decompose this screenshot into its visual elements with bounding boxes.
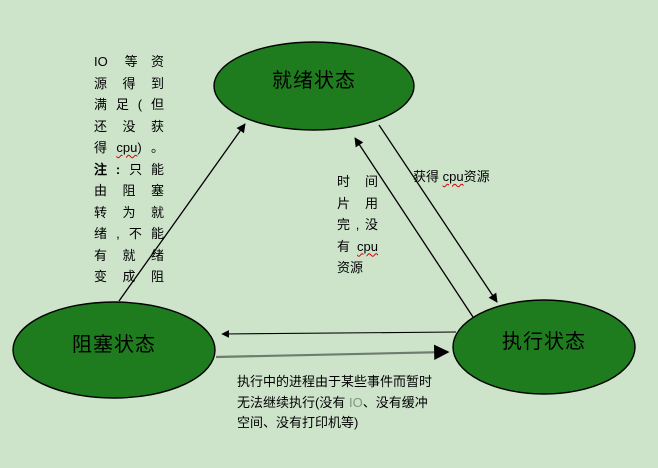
edge-blocked-to-ready: [118, 123, 246, 302]
note-emphasis: 注:: [94, 161, 121, 177]
io-note-line: 有就绪: [94, 247, 164, 263]
io-note-line: 变成阻: [94, 269, 164, 284]
timeslice-note-line: 有cpu: [337, 238, 378, 254]
timeslice-note-line: 片用: [337, 195, 378, 211]
edge-running-to-blocked: [221, 330, 457, 338]
blocking-note-line: 空间、没有打印机等): [237, 415, 359, 430]
io-note-line: 源得到: [94, 75, 164, 91]
io-note-line: 得cpu)。: [94, 140, 164, 155]
io-note-line: 转为就: [94, 204, 164, 220]
blocking-note-line: 无法继续执行(没有 IO、没有缓冲: [237, 394, 428, 410]
timeslice-note-line: 完,没: [337, 217, 378, 232]
timeslice-note: 时间 片用 完,没 有cpu 资源: [337, 171, 378, 279]
io-note-line: 注:只能: [94, 161, 164, 177]
acquire-cpu-label: 获得 cpu资源: [413, 169, 490, 184]
edge-blocked-to-running: [215, 344, 450, 360]
io-note-line: 绪,不能: [94, 226, 164, 241]
timeslice-note-line: 资源: [337, 260, 364, 275]
edge-ready-to-running: [378, 124, 498, 303]
io-word: IO: [348, 394, 363, 410]
io-resource-note: IO 等资 源得到 满足(但 还没获 得cpu)。 注:只能 由阻塞 转为就 绪…: [94, 51, 164, 288]
io-note-line: IO 等资: [94, 54, 164, 69]
cpu-misspelled-word: cpu: [357, 238, 378, 254]
blocked-node-ellipse: [12, 301, 216, 399]
ready-node-ellipse: [213, 41, 415, 131]
running-node-ellipse: [452, 299, 636, 395]
io-note-line: 还没获: [94, 118, 164, 134]
timeslice-note-line: 时间: [337, 174, 378, 189]
io-note-line: 由阻塞: [94, 183, 164, 198]
blocking-note-line: 执行中的进程由于某些事件而暂时: [237, 374, 433, 389]
io-note-line: 满足(但: [94, 97, 164, 112]
blocking-reason-note: 执行中的进程由于某些事件而暂时 无法继续执行(没有 IO、没有缓冲 空间、没有打…: [237, 372, 432, 434]
cpu-misspelled-word: cpu: [442, 169, 464, 184]
edge-running-to-ready: [354, 137, 474, 318]
cpu-misspelled-word: cpu: [116, 140, 138, 155]
